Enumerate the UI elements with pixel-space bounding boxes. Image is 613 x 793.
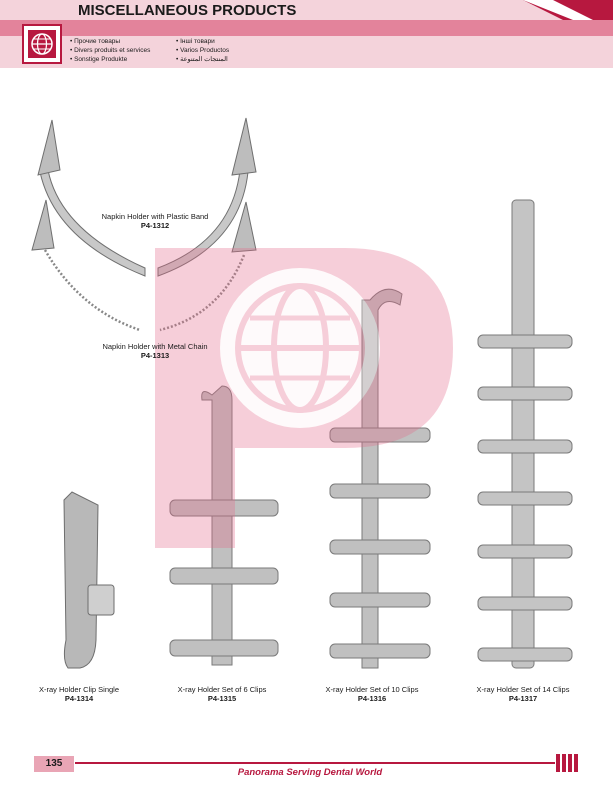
product-code: P4-1316 — [357, 694, 387, 703]
page-title: MISCELLANEOUS PRODUCTS — [78, 2, 297, 19]
xray-holder-10-clips-image — [329, 288, 431, 669]
product-name: Napkin Holder with Metal Chain — [102, 342, 208, 351]
footer-slogan: Panorama Serving Dental World — [237, 767, 383, 778]
product-code: P4-1313 — [140, 351, 170, 360]
product-name: X-ray Holder Set of 10 Clips — [325, 685, 419, 694]
product-code: P4-1315 — [207, 694, 237, 703]
napkin-holder-metal-chain-image — [31, 199, 257, 332]
language-item: Divers produits et services — [70, 46, 150, 55]
product-code: P4-1317 — [508, 694, 538, 703]
page-number: 135 — [34, 756, 74, 772]
brand-logo — [22, 24, 62, 64]
xray-holder-6-clips-image — [169, 385, 279, 666]
footer-rule — [75, 762, 555, 764]
product-code: P4-1312 — [140, 221, 170, 230]
product-caption: Napkin Holder with Metal Chain P4-1313 — [70, 342, 240, 360]
language-item: Інші товари — [176, 37, 229, 46]
product-caption: X-ray Holder Clip Single P4-1314 — [0, 685, 164, 703]
product-caption: X-ray Holder Set of 10 Clips P4-1316 — [287, 685, 457, 703]
language-item: المنتجات المتنوعة — [176, 55, 229, 64]
product-name: X-ray Holder Set of 6 Clips — [177, 685, 267, 694]
footer-bars-icon — [556, 754, 578, 772]
globe-logo-icon — [28, 30, 56, 58]
xray-holder-14-clips-image — [477, 199, 573, 669]
product-name: X-ray Holder Clip Single — [38, 685, 120, 694]
language-item: Прочие товары — [70, 37, 150, 46]
product-name: Napkin Holder with Plastic Band — [101, 212, 209, 221]
corner-stripe — [523, 0, 613, 20]
xray-clip-single-image — [63, 491, 115, 669]
product-name: X-ray Holder Set of 14 Clips — [476, 685, 570, 694]
brand-watermark-icon — [155, 248, 453, 548]
product-code: P4-1314 — [64, 694, 94, 703]
language-list-left: Прочие товары Divers produits et service… — [70, 37, 150, 64]
product-caption: X-ray Holder Set of 14 Clips P4-1317 — [438, 685, 608, 703]
language-item: Varios Productos — [176, 46, 229, 55]
napkin-holder-plastic-band-image — [37, 117, 257, 277]
language-item: Sonstige Produkte — [70, 55, 150, 64]
language-list-right: Інші товари Varios Productos المنتجات ال… — [176, 37, 229, 64]
header-strip — [0, 20, 613, 36]
product-caption: Napkin Holder with Plastic Band P4-1312 — [70, 212, 240, 230]
product-caption: X-ray Holder Set of 6 Clips P4-1315 — [137, 685, 307, 703]
